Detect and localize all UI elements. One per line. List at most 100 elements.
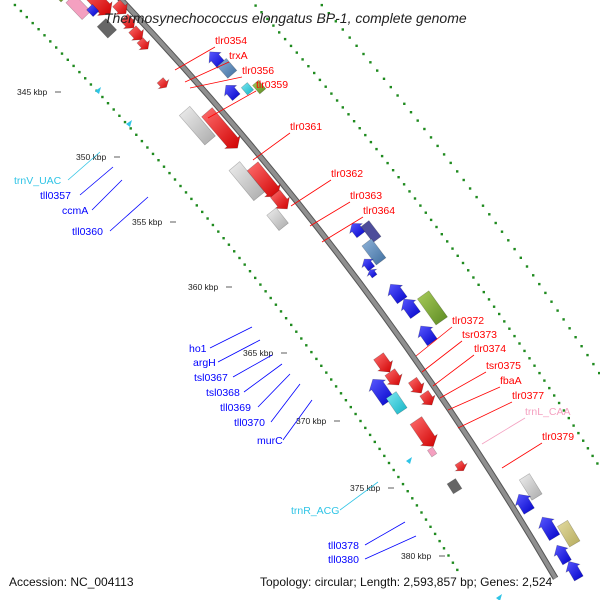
feature-olive (58, 0, 64, 3)
gc-dot (106, 102, 110, 105)
gc-dot (315, 357, 318, 361)
leader-line (243, 363, 283, 393)
gc-dot (411, 497, 414, 500)
tick-label: 360 kbp (188, 282, 219, 292)
leader-line (217, 339, 261, 363)
feature-reverse-gene (514, 493, 535, 515)
gc-dot (538, 371, 541, 375)
gc-dot (146, 146, 149, 149)
gc-dot (567, 416, 570, 420)
gc-dot (462, 178, 465, 182)
leader-line (209, 326, 253, 349)
gene-label-reverse: ccmA (62, 205, 88, 217)
gc-dot (482, 290, 485, 294)
gc-dot (238, 256, 241, 260)
feature-forward-gene (269, 189, 290, 210)
gc-dot (354, 412, 357, 416)
gc-dot (289, 44, 293, 48)
feature-forward-gene (136, 37, 150, 51)
gc-dot (423, 127, 426, 131)
gc-dot (307, 65, 310, 68)
gc-dot (339, 392, 343, 395)
gc-dot (380, 154, 384, 158)
gc-dot (259, 283, 262, 286)
feature-reverse-gene (538, 516, 561, 542)
gene-label-reverse: tll0378 (328, 540, 359, 552)
leader-line (290, 179, 332, 207)
gene-label-reverse: ho1 (189, 343, 207, 355)
gene-label-forward: tsr0373 (462, 329, 497, 341)
gc-dot (429, 218, 433, 222)
feature-khaki (556, 519, 581, 548)
gc-dot (424, 211, 427, 214)
gc-dot (442, 547, 446, 550)
gc-dot (468, 187, 472, 190)
feature-olive (252, 79, 267, 95)
trna-marker (496, 594, 502, 600)
gc-dot (341, 28, 344, 31)
gc-dot (89, 83, 93, 86)
leader-line (415, 326, 453, 357)
gc-dot (243, 263, 246, 266)
gc-dot (330, 378, 333, 381)
feature-forward-gene (419, 389, 436, 406)
gc-dot (151, 152, 155, 156)
gc-dot (507, 239, 510, 242)
gc-dot (429, 525, 432, 528)
gc-dot (266, 17, 269, 21)
gene-label-forward: tlr0356 (242, 65, 274, 77)
leader-line (184, 61, 230, 83)
gc-dot (586, 353, 589, 357)
tick-label: 370 kbp (296, 416, 327, 426)
gc-dot (518, 342, 521, 345)
gc-dot (359, 419, 362, 423)
gene-label-reverse: argH (193, 357, 216, 369)
gc-dot (456, 254, 459, 257)
gc-dot (498, 312, 501, 316)
gene-label-forward: tlr0377 (512, 390, 544, 402)
feature-forward-gene (246, 161, 281, 198)
leader-line (189, 76, 243, 89)
leader-line (439, 371, 487, 399)
gc-dot (324, 85, 327, 88)
gc-dot (438, 539, 441, 543)
gc-dot (519, 256, 522, 259)
gc-dot (274, 303, 278, 306)
gc-dot (13, 3, 17, 7)
gc-dot (568, 327, 571, 330)
gc-dot (435, 225, 438, 229)
gc-dot (300, 337, 303, 340)
gc-dot (66, 58, 69, 61)
feature-forward-gene (409, 416, 438, 447)
gc-dot (369, 140, 373, 144)
gc-dot (190, 197, 193, 201)
gc-dot (408, 190, 411, 193)
gc-dot (557, 401, 561, 405)
gc-dot (31, 21, 34, 25)
gc-dot (37, 28, 40, 31)
gc-dot (195, 204, 198, 207)
gc-dot (397, 475, 400, 479)
gc-dot (60, 52, 64, 55)
gene-label-reverse: tll0380 (328, 554, 359, 566)
gc-dot (162, 165, 166, 168)
gc-dot (123, 120, 127, 124)
gene-label-reverse: tll0357 (40, 190, 71, 202)
gene-features (58, 0, 584, 600)
gc-dot (352, 120, 356, 123)
leader-line (232, 354, 273, 378)
leader-line (432, 354, 475, 387)
feature-reverse-gene (417, 325, 438, 347)
gc-dot (550, 300, 553, 303)
gc-dot (206, 217, 209, 220)
gc-dot (591, 454, 594, 458)
gene-label-forward: tsr0375 (486, 360, 521, 372)
gc-dot (334, 385, 338, 388)
gc-dot (461, 261, 465, 265)
gene-label-reverse: tll0369 (220, 402, 251, 414)
gc-dot (586, 447, 590, 450)
gc-dot (446, 240, 449, 243)
gc-dot (327, 12, 330, 15)
gene-label-reverse: tsl0368 (206, 387, 240, 399)
